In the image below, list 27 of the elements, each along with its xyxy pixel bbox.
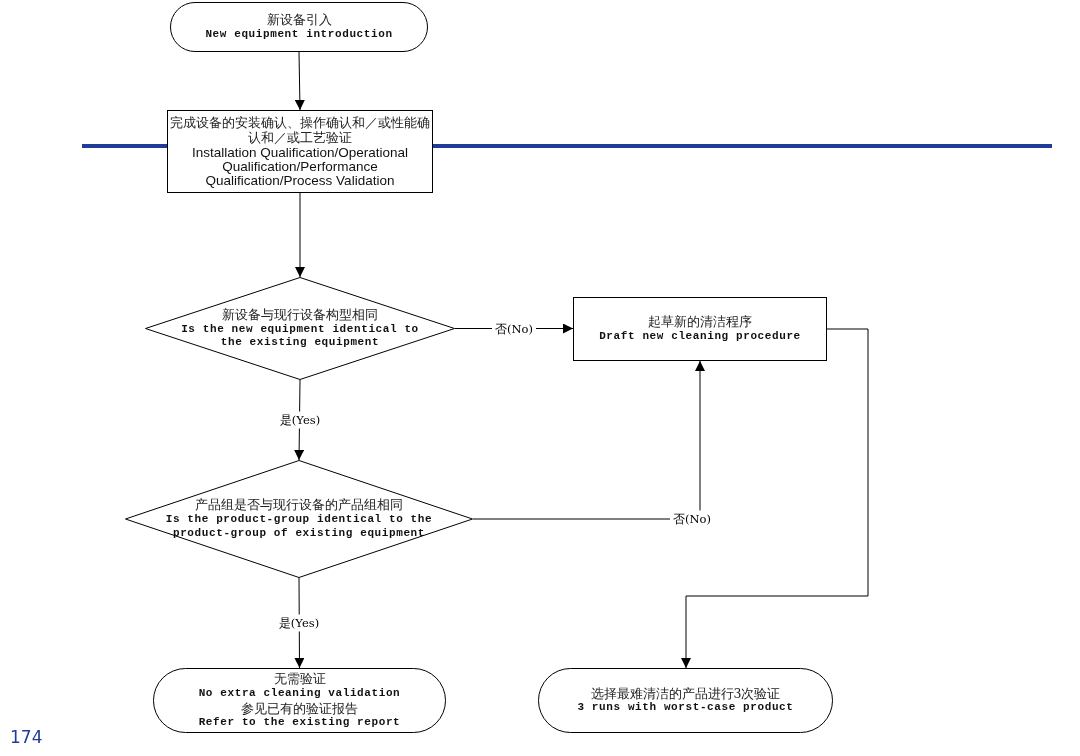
node-text: No extra cleaning validation [198,686,401,701]
node-title: 无需验证 [273,671,326,687]
node-title: 选择最难清洁的产品进行3次验证 [590,685,781,702]
process-box [573,297,827,361]
node-title: 新设备引入 [266,12,332,28]
decision-diamond [145,277,455,380]
decision-diamond [125,460,473,578]
node-text: Draft new cleaning procedure [599,329,801,344]
arrow [295,192,305,278]
edge-label: 否(No) [670,510,714,528]
node-text: Is the product-group identical to the product-group of existing equipment [164,513,434,541]
node-title: 产品组是否与现行设备的产品组相同 [195,497,403,514]
node-text: 3 runs with worst-case product [577,701,794,716]
node-text: Installation Qualification/Operational Qualification/Performance Qualification/Process Validation [190,145,410,189]
node-text: Refer to the existing report [198,716,401,730]
node-title: 新设备与现行设备构型相同 [222,306,378,323]
arrow [681,328,869,669]
arrow [472,360,705,520]
node-title: 起草新的清洁程序 [648,314,752,330]
process-box [167,110,433,193]
node-text: New equipment introduction [205,27,393,42]
node-title: 完成设备的安装确认、操作确认和／或性能确认和／或工艺验证 [169,114,431,146]
node-text: Is the new equipment identical to the existing equipment [180,322,420,351]
arrow [294,51,305,111]
node-text: 参见已有的验证报告 [241,700,358,717]
edge-label: 否(No) [492,320,536,337]
page-number: 174 [10,727,43,747]
